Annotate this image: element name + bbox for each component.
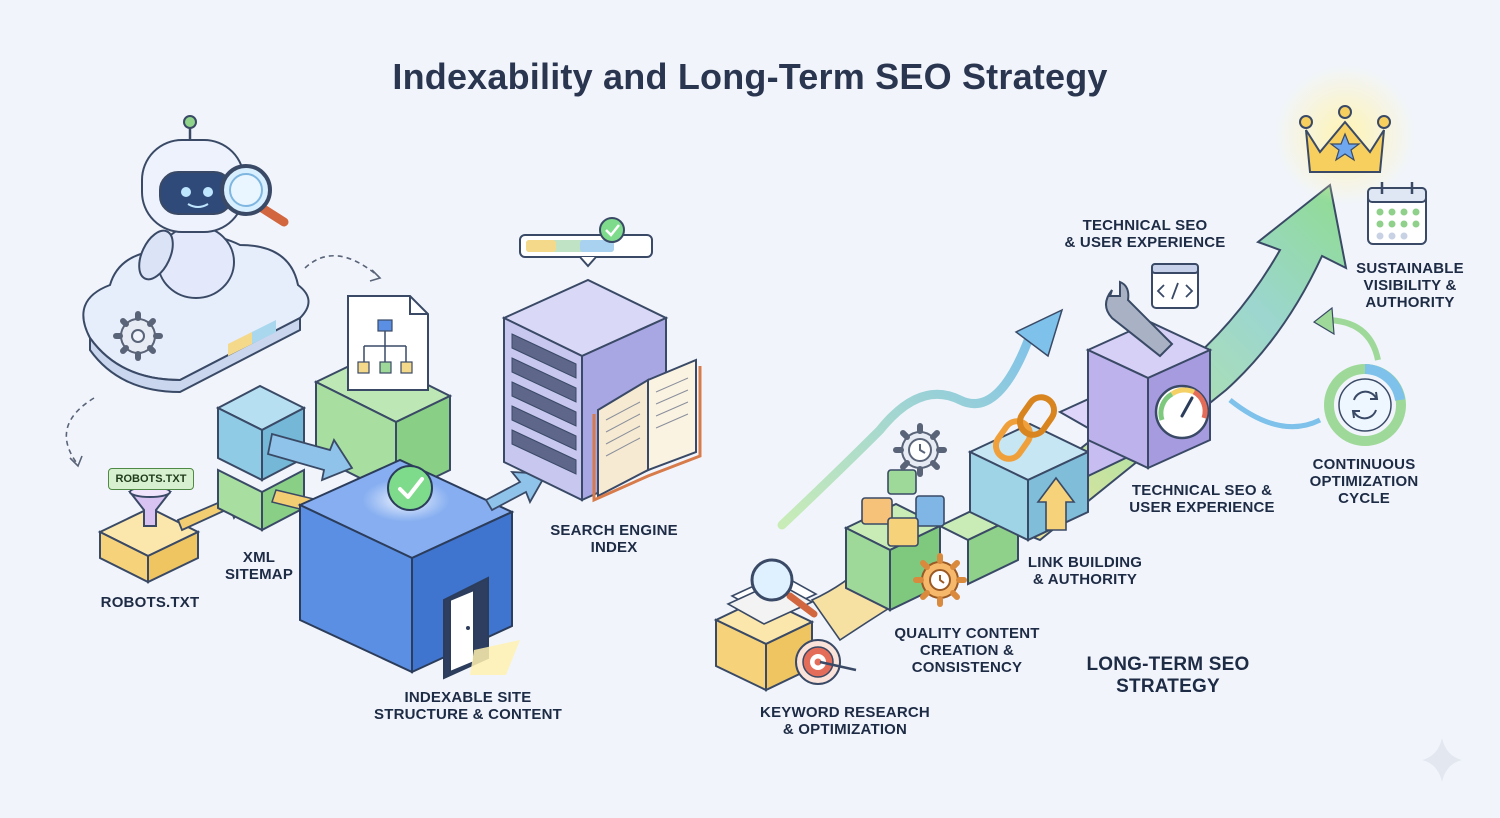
progress-bar-icon	[519, 217, 653, 268]
speedometer-icon	[1154, 384, 1210, 440]
indexable-site-label: INDEXABLE SITE STRUCTURE & CONTENT	[374, 689, 562, 723]
robot-icon	[138, 115, 245, 299]
robots-label: ROBOTS.TXT	[100, 594, 200, 611]
gear-icon	[113, 311, 163, 361]
orange-gear-icon	[913, 553, 967, 607]
magnifier-icon	[220, 164, 289, 227]
keyword-magnifier-icon	[726, 558, 818, 625]
code-window-icon	[1151, 263, 1199, 309]
book-icon	[592, 358, 702, 503]
quality-content-label: QUALITY CONTENT CREATION & CONSISTENCY	[894, 625, 1040, 676]
chain-link-icon	[992, 394, 1058, 462]
target-icon	[795, 639, 857, 685]
sparkle-icon	[1422, 738, 1462, 782]
checkmark-icon	[387, 465, 433, 511]
technical-seo-mid-label: TECHNICAL SEO & USER EXPERIENCE	[1129, 482, 1275, 516]
link-building-label: LINK BUILDING & AUTHORITY	[1027, 554, 1143, 588]
xml-sitemap-label: XML SITEMAP	[224, 549, 294, 583]
long-term-strategy-label: LONG-TERM SEO STRATEGY	[1086, 654, 1250, 697]
keyword-research-label: KEYWORD RESEARCH & OPTIMIZATION	[760, 704, 930, 738]
up-arrow-icon	[1036, 476, 1076, 531]
gear-clock-icon	[893, 423, 947, 477]
page-title: Indexability and Long-Term SEO Strategy	[392, 56, 1108, 97]
continuous-cycle-label: CONTINUOUS OPTIMIZATION CYCLE	[1309, 456, 1419, 507]
refresh-cycle-icon	[1324, 364, 1406, 446]
wrench-icon	[1105, 280, 1174, 358]
robots-box	[97, 506, 201, 584]
search-engine-index-label: SEARCH ENGINE INDEX	[550, 522, 678, 556]
sustainable-label: SUSTAINABLE VISIBILITY & AUTHORITY	[1356, 260, 1464, 311]
calendar-icon	[1367, 182, 1427, 245]
door-icon	[443, 576, 520, 680]
puzzle-icon	[861, 469, 945, 547]
sitemap-file-icon	[347, 295, 429, 391]
technical-seo-top-label: TECHNICAL SEO & USER EXPERIENCE	[1064, 217, 1226, 251]
crown-icon	[1299, 105, 1391, 173]
sitemap-cubes	[215, 354, 453, 532]
robots-tag-label: ROBOTS.TXT	[108, 468, 194, 490]
